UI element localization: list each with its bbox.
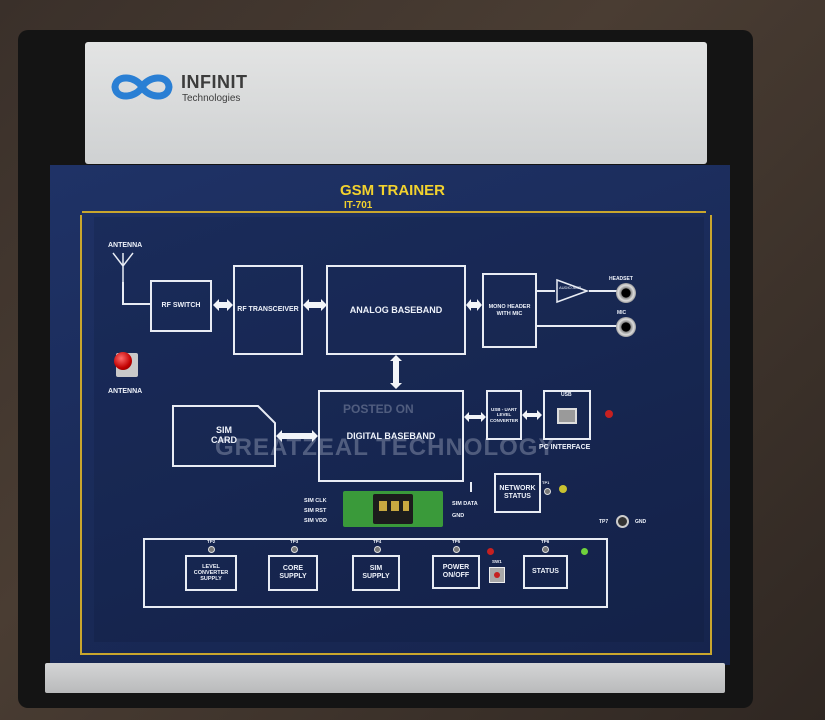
panel-title: GSM TRAINER (340, 182, 445, 199)
mic-wire (537, 325, 617, 327)
sim-pin (391, 501, 399, 511)
usb-port[interactable] (557, 408, 577, 424)
level-converter-supply-block: LEVEL CONVERTER SUPPLY (185, 555, 237, 591)
usb-uart-block: USB - UART LEVEL CONVERTER (486, 390, 522, 440)
antenna-wire-h (122, 303, 150, 305)
tp3-label: TP3 (290, 539, 299, 544)
tp6-point[interactable] (542, 546, 549, 553)
watermark-line2: GREATZEAL TECHNOLOGY (215, 434, 556, 461)
antenna-wire-v (122, 282, 124, 304)
double-arrow-icon (522, 410, 542, 420)
digital-baseband-block: DIGITAL BASEBAND (318, 390, 464, 482)
antenna-connector-label: ANTENNA (108, 388, 143, 395)
pc-led (605, 410, 613, 418)
double-arrow-vertical-icon (390, 355, 402, 389)
power-on-off-block: POWER ON/OFF (432, 555, 480, 589)
tp1-point[interactable] (544, 488, 551, 495)
net-wire-v (470, 482, 472, 492)
switch-button[interactable] (494, 572, 500, 578)
pc-interface-block (543, 390, 591, 440)
mic-jack[interactable] (616, 317, 636, 337)
power-led (487, 548, 494, 555)
double-arrow-icon (213, 299, 233, 311)
double-arrow-icon (466, 299, 482, 311)
tp4-label: TP4 (373, 539, 382, 544)
watermark-line1: POSTED ON (343, 402, 414, 416)
gold-border-bottom (82, 653, 710, 655)
panel-model: IT-701 (344, 200, 373, 211)
tp7-label: TP7 (599, 519, 609, 525)
headset-label: HEADSET (609, 276, 633, 282)
bottom-strip (45, 663, 725, 693)
mic-label: MIC (617, 310, 627, 316)
sim-clk-label: SIM CLK (304, 498, 327, 504)
tp1-label: TP1 (542, 480, 550, 485)
sim-card-shape (172, 405, 276, 467)
tp2-label: TP2 (207, 539, 216, 544)
sim-data-label: SIM DATA (452, 501, 478, 507)
tp2-point[interactable] (208, 546, 215, 553)
amp-wire-in (537, 290, 555, 292)
tp6-label: TP6 (541, 539, 550, 544)
infinity-logo-icon (111, 74, 173, 100)
rf-transceiver-block: RF TRANSCEIVER (233, 265, 303, 355)
gold-border-left (80, 215, 82, 655)
amplifier-icon (556, 278, 589, 304)
mono-header-block: MONO HEADER WITH MIC (482, 273, 537, 348)
network-led (559, 485, 567, 493)
network-status-block: NETWORK STATUS (494, 473, 541, 513)
front-panel: GSM TRAINER IT-701 ANTENNA RF SWITCH RF … (50, 165, 730, 665)
gold-border-right (710, 215, 712, 655)
sim-pin (403, 501, 409, 511)
sim-supply-block: SIM SUPPLY (352, 555, 400, 591)
rf-switch-block: RF SWITCH (150, 280, 212, 332)
antenna-symbol-icon (112, 252, 134, 282)
power-section-frame (143, 538, 608, 608)
tp3-point[interactable] (291, 546, 298, 553)
sw1-label: SW1 (492, 559, 502, 564)
sim-rst-label: SIM RST (304, 508, 327, 514)
sim-vdd-label: SIM VDD (304, 518, 327, 524)
tp4-point[interactable] (374, 546, 381, 553)
gnd-tp7-label: GND (635, 519, 647, 525)
antenna-label-top: ANTENNA (108, 242, 143, 249)
header-strip: INFINIT Technologies (85, 42, 707, 164)
gnd-sim-label: GND (452, 513, 465, 519)
sim-card-label: SIM CARD (211, 425, 237, 445)
power-switch[interactable] (489, 567, 505, 583)
tp5-point[interactable] (453, 546, 460, 553)
double-arrow-icon (303, 299, 327, 311)
amp-wire-out (589, 290, 617, 292)
brand-sub: Technologies (182, 93, 241, 104)
headset-jack[interactable] (616, 283, 636, 303)
status-led (581, 548, 588, 555)
pc-interface-label: PC INTERFACE (539, 444, 591, 451)
sim-pin (379, 501, 387, 511)
gold-border-top (82, 211, 706, 213)
tp7-gnd-terminal[interactable] (616, 515, 629, 528)
antenna-connector[interactable] (114, 352, 132, 370)
status-block: STATUS (523, 555, 568, 589)
double-arrow-icon (276, 430, 318, 442)
amp-label: AUDIO AMP (559, 285, 582, 290)
usb-label: USB (561, 392, 572, 398)
analog-baseband-block: ANALOG BASEBAND (326, 265, 466, 355)
double-arrow-icon (464, 412, 486, 422)
sim-holder-pcb (343, 491, 443, 527)
core-supply-block: CORE SUPPLY (268, 555, 318, 591)
tp5-label: TP5 (452, 539, 461, 544)
brand-name: INFINIT (181, 72, 248, 92)
